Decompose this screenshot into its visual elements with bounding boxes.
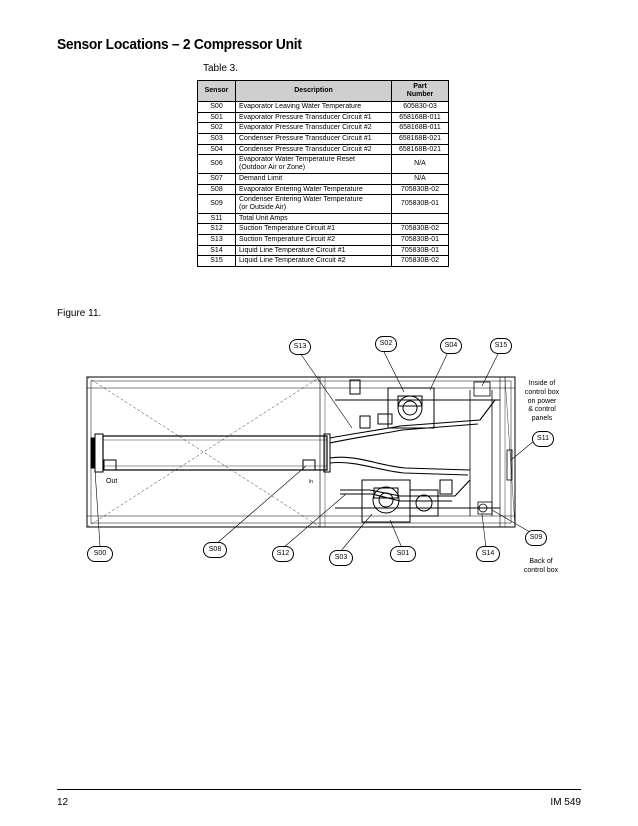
part-number-cell: 705830B-02 <box>391 255 449 267</box>
description-cell: Evaporator Entering Water Temperature <box>235 183 392 195</box>
control-box-components <box>473 381 513 515</box>
evaporator-barrel <box>90 433 331 473</box>
callout-s08: S08 <box>203 542 227 558</box>
callout-s04: S04 <box>440 338 462 354</box>
part-number-cell: N/A <box>391 154 449 174</box>
sensor-id-cell: S07 <box>197 172 236 184</box>
leader-lines <box>94 349 541 553</box>
part-number-cell <box>391 212 449 224</box>
part-number-cell: 705830B-02 <box>391 223 449 235</box>
sensor-id-cell: S11 <box>197 212 236 224</box>
description-cell: Condenser Pressure Transducer Circuit #2 <box>235 143 392 155</box>
description-cell: Evaporator Leaving Water Temperature <box>235 101 392 113</box>
part-number-cell: 605830-03 <box>391 101 449 113</box>
sensor-id-cell: S00 <box>197 101 236 113</box>
table-header-cell: Description <box>235 80 392 102</box>
description-cell: Condenser Entering Water Temperature (or… <box>235 194 392 214</box>
part-number-cell: 705830B-01 <box>391 244 449 256</box>
part-number-cell: 658168B-011 <box>391 122 449 134</box>
table-header-cell: Sensor <box>197 80 236 102</box>
description-cell: Liquid Line Temperature Circuit #1 <box>235 244 392 256</box>
sensor-id-cell: S09 <box>197 194 236 214</box>
description-cell: Suction Temperature Circuit #1 <box>235 223 392 235</box>
figure-caption: Figure 11. <box>57 308 102 319</box>
note-inside-control-box: Inside of control box on power & control… <box>524 380 560 422</box>
sensor-id-cell: S14 <box>197 244 236 256</box>
compressor-circuit-2 <box>349 379 435 429</box>
sensor-id-cell: S06 <box>197 154 236 174</box>
label-in: In <box>308 479 314 485</box>
sensor-id-cell: S13 <box>197 233 236 246</box>
description-cell: Demand Limit <box>235 172 392 184</box>
part-number-cell: 658168B-021 <box>391 143 449 155</box>
callout-s01: S01 <box>390 546 416 562</box>
footer-rule <box>57 789 581 790</box>
description-cell: Evaporator Pressure Transducer Circuit #… <box>235 122 392 134</box>
sensor-id-cell: S01 <box>197 111 236 123</box>
piping <box>329 390 500 516</box>
description-cell: Evaporator Pressure Transducer Circuit #… <box>235 111 392 123</box>
callout-s13: S13 <box>289 339 311 355</box>
part-number-cell: 705830B-02 <box>391 183 449 195</box>
sensor-id-cell: S04 <box>197 143 236 155</box>
callout-s00: S00 <box>87 546 113 562</box>
sensor-id-cell: S03 <box>197 133 236 145</box>
callout-s11: S11 <box>532 431 554 447</box>
document-id: IM 549 <box>550 797 581 808</box>
sensor-id-cell: S02 <box>197 122 236 134</box>
unit-diagram <box>86 349 541 553</box>
part-number-cell: 658168B-011 <box>391 111 449 123</box>
sensor-id-cell: S15 <box>197 255 236 267</box>
label-out: Out <box>106 478 118 485</box>
page-title: Sensor Locations – 2 Compressor Unit <box>57 36 302 53</box>
sensor-id-cell: S12 <box>197 223 236 235</box>
sensor-id-cell: S08 <box>197 183 236 195</box>
part-number-cell: 658168B-021 <box>391 133 449 145</box>
callout-s09: S09 <box>525 530 547 546</box>
description-cell: Total Unit Amps <box>235 212 392 224</box>
callout-s03: S03 <box>329 550 353 566</box>
description-cell: Suction Temperature Circuit #2 <box>235 233 392 246</box>
callout-s02: S02 <box>375 336 397 352</box>
compressor-circuit-1 <box>361 479 453 523</box>
description-cell: Liquid Line Temperature Circuit #2 <box>235 255 392 267</box>
note-back-control-box: Back of control box <box>523 558 559 574</box>
table-caption: Table 3. <box>203 63 239 74</box>
part-number-cell: N/A <box>391 172 449 184</box>
table-header-cell: Part Number <box>391 80 449 102</box>
part-number-cell: 705830B-01 <box>391 194 449 214</box>
description-cell: Evaporator Water Temperature Reset (Outd… <box>235 154 392 174</box>
description-cell: Condenser Pressure Transducer Circuit #1 <box>235 133 392 145</box>
callout-s15: S15 <box>490 338 512 354</box>
part-number-cell: 705830B-01 <box>391 233 449 246</box>
page-number: 12 <box>57 797 69 808</box>
unit-frame <box>86 376 516 528</box>
callout-s12: S12 <box>272 546 294 562</box>
callout-s14: S14 <box>476 546 500 562</box>
